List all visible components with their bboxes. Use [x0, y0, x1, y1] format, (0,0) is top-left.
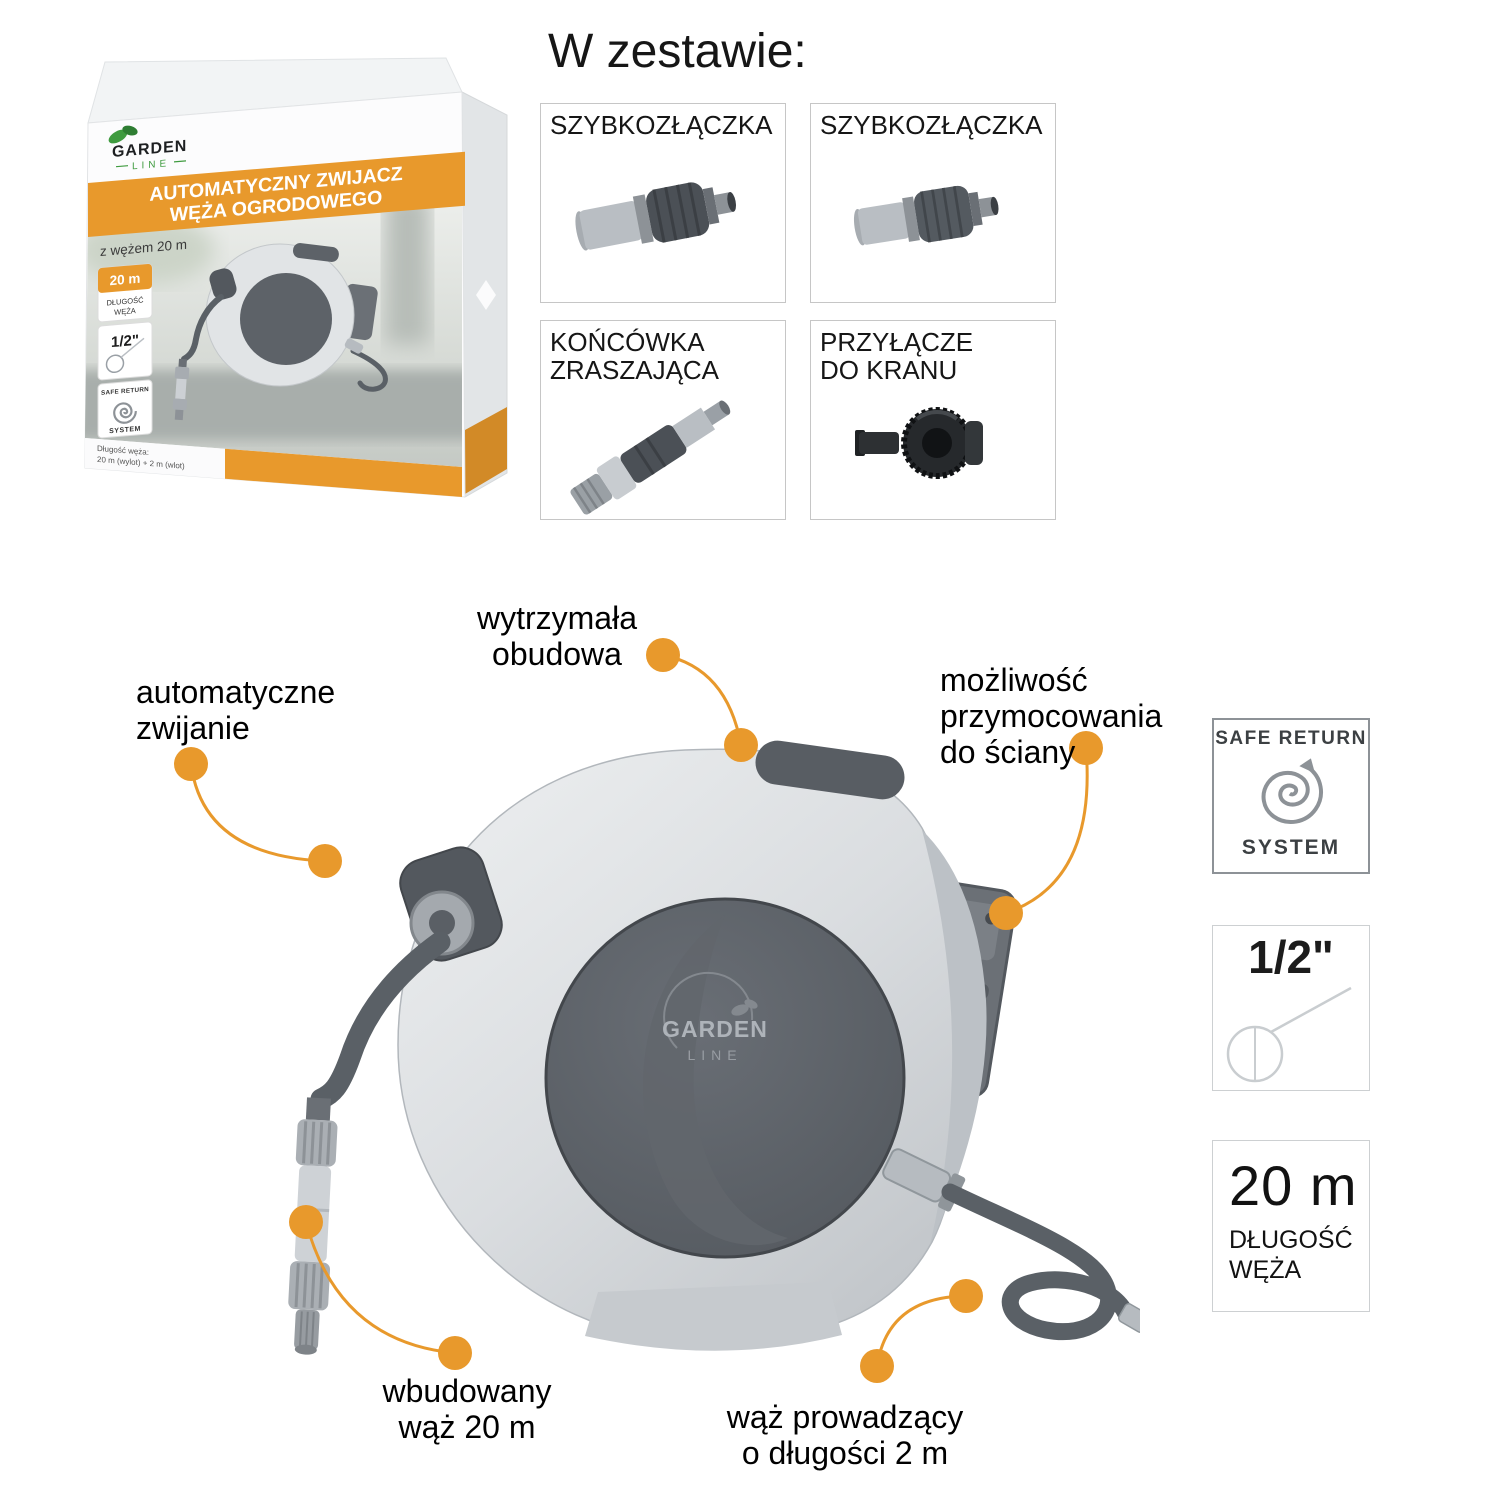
callout-wall-mount: możliwość przymocowania do ściany: [940, 662, 1163, 771]
diameter-value: 1/2": [1248, 931, 1334, 983]
svg-text:LINE: LINE: [687, 1047, 742, 1063]
safe-return-label-top: SAFE RETURN: [1215, 728, 1367, 749]
box-side-orange-band: [465, 407, 507, 494]
box-photo-reel: [172, 243, 388, 421]
svg-text:SAFE RETURN: SAFE RETURN: [101, 386, 149, 397]
callout-auto-rewind: automatyczne zwijanie: [136, 674, 336, 747]
sprinkler-nozzle-image: [570, 400, 731, 515]
callout-guide-hose: wąż prowadzący o długości 2 m: [726, 1399, 964, 1472]
included-card-tap-connector: PRZYŁĄCZE DO KRANU: [810, 320, 1056, 520]
box-title-banner: [88, 151, 465, 237]
guide-hose-end: [1117, 1303, 1140, 1333]
included-card-sprinkler-nozzle: KOŃCÓWKA ZRASZAJĄCA: [540, 320, 786, 520]
box-footnote-line1: Długość węża:: [97, 444, 149, 457]
safe-return-label-bottom: SYSTEM: [1241, 836, 1341, 859]
spiral-icon: [1252, 751, 1333, 834]
safe-return-badge: SAFE RETURN SYSTEM: [1212, 718, 1370, 874]
svg-text:WĘŻA: WĘŻA: [114, 306, 136, 317]
carry-handle: [755, 740, 905, 800]
length-label: DŁUGOŚĆ WĘŻA: [1229, 1226, 1353, 1284]
svg-text:GARDEN: GARDEN: [662, 1016, 768, 1042]
included-heading: W zestawie:: [548, 25, 807, 78]
box-side-diamond: [476, 280, 496, 310]
length-badge: 20 m DŁUGOŚĆ WĘŻA: [1212, 1140, 1370, 1312]
length-value: 20 m: [1229, 1154, 1358, 1217]
product-image: GARDEN LINE: [288, 740, 1140, 1355]
guide-hose: [941, 1183, 1135, 1341]
spray-nozzle: [288, 1097, 338, 1355]
diameter-icon: [105, 354, 125, 374]
svg-text:1/2": 1/2": [111, 332, 139, 351]
brand-logo-disc: GARDEN LINE: [662, 971, 768, 1063]
card-label: SZYBKOZŁĄCZKA: [820, 110, 1043, 140]
svg-text:DŁUGOŚĆ: DŁUGOŚĆ: [106, 295, 144, 307]
callout-built-in-hose: wbudowany wąż 20 m: [382, 1373, 552, 1446]
box-badge-safe-return: SAFE RETURN SYSTEM: [97, 379, 153, 439]
box-badge-diameter: 1/2": [97, 321, 153, 381]
diameter-icon: [1226, 986, 1352, 1083]
box-front-content: GARDEN LINE AUTOMATYCZNY ZWIJACZ WĘŻA OG…: [88, 125, 465, 439]
box-badge-length: 20 m DŁUGOŚĆ WĘŻA: [97, 263, 153, 323]
leaf-icon: [744, 999, 758, 1009]
callout-housing: wytrzymała obudowa: [476, 600, 637, 673]
card-label: PRZYŁĄCZE DO KRANU: [820, 327, 974, 385]
tap-connector-image: [855, 407, 983, 479]
reel-front-disc: GARDEN LINE: [544, 897, 906, 1259]
box-bottom-strip: Długość węża: 20 m (wylot) + 2 m (wlot): [85, 438, 462, 498]
diameter-badge: 1/2": [1212, 925, 1370, 1091]
svg-text:20 m: 20 m: [110, 271, 141, 289]
box-brand-bottom: LINE: [132, 158, 170, 172]
included-card-quick-connector-2: SZYBKOZŁĄCZKA: [810, 103, 1056, 303]
box-bottom-orange-band: [225, 448, 462, 498]
leaf-icon: [731, 1004, 749, 1016]
svg-text:SYSTEM: SYSTEM: [109, 426, 141, 436]
quick-connector-image: [853, 185, 999, 246]
hose-outlet: [399, 846, 503, 962]
product-box: GARDEN LINE AUTOMATYCZNY ZWIJACZ WĘŻA OG…: [84, 57, 508, 498]
box-subtitle: z wężem 20 m: [100, 237, 187, 259]
included-card-quick-connector-1: SZYBKOZŁĄCZKA: [540, 103, 786, 303]
card-label: SZYBKOZŁĄCZKA: [550, 110, 773, 140]
card-label: KOŃCÓWKA ZRASZAJĄCA: [550, 327, 720, 385]
leaf-icon: [122, 125, 138, 136]
hose: [310, 931, 451, 1110]
leaf-icon: [108, 129, 128, 144]
quick-connector-image: [575, 182, 737, 251]
